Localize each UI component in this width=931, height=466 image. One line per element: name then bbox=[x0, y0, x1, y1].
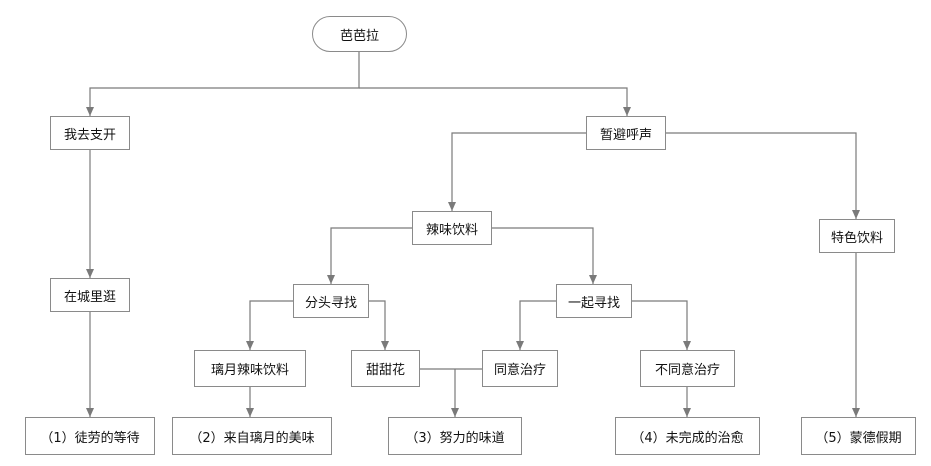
node-disagree-heal: 不同意治疗 bbox=[640, 350, 735, 387]
node-wander: 在城里逛 bbox=[50, 278, 130, 312]
edge-split-to-sweet bbox=[369, 300, 389, 350]
node-root: 芭芭拉 bbox=[312, 16, 407, 52]
ending-2: （2）来自璃月的美味 bbox=[172, 417, 332, 455]
node-go-away: 我去支开 bbox=[50, 116, 130, 150]
edge-cheer-to-spicy bbox=[448, 132, 586, 211]
edge-cheer-to-special bbox=[666, 132, 860, 219]
edge-together-to-agree bbox=[516, 300, 556, 350]
node-spicy: 辣味饮料 bbox=[412, 211, 492, 245]
edge-together-to-disagree bbox=[632, 300, 691, 350]
node-split: 分头寻找 bbox=[293, 284, 369, 318]
node-special: 特色饮料 bbox=[819, 219, 895, 253]
edge-spicy-to-together bbox=[492, 227, 597, 284]
edge-root-to-cheer bbox=[359, 87, 631, 116]
edge-spicy-to-split bbox=[327, 227, 412, 284]
edge-root-to-go-away bbox=[86, 52, 360, 116]
node-together: 一起寻找 bbox=[556, 284, 632, 318]
node-sweet-flower: 甜甜花 bbox=[351, 350, 420, 387]
node-cheer: 暂避呼声 bbox=[586, 116, 666, 150]
node-agree-heal: 同意治疗 bbox=[482, 350, 558, 387]
edge-split-to-liyue bbox=[246, 300, 293, 350]
ending-3: （3）努力的味道 bbox=[388, 417, 522, 455]
ending-5: （5）蒙德假期 bbox=[801, 417, 916, 455]
node-liyue-spicy: 璃月辣味饮料 bbox=[194, 350, 306, 387]
ending-4: （4）未完成的治愈 bbox=[615, 417, 760, 455]
ending-1: （1）徒劳的等待 bbox=[25, 417, 155, 455]
